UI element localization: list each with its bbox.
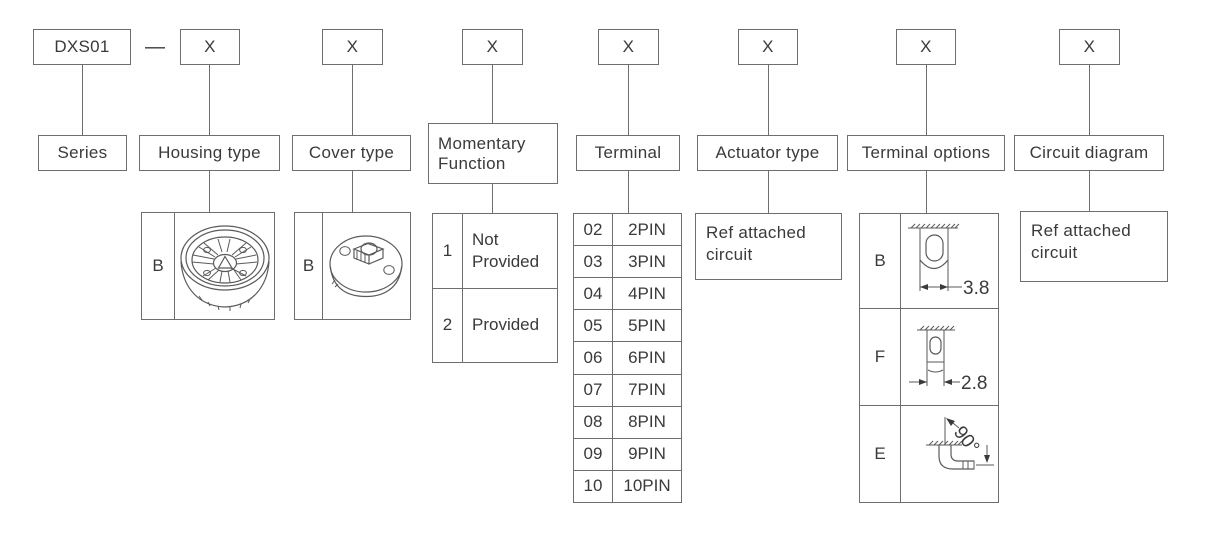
code-x-box-actuator: X (738, 29, 798, 65)
connector-terminal-options-bottom (926, 171, 927, 213)
terminal-code: 09 (574, 438, 613, 470)
connector-actuator-bottom (768, 171, 769, 213)
code-x-box-circuit: X (1059, 29, 1120, 65)
connector-actuator-top (768, 65, 769, 135)
connector-cover-bottom (352, 171, 353, 212)
terminal-row: 09 9PIN (574, 437, 681, 470)
flat-terminal-3-8-icon: 3.8 (907, 223, 989, 299)
terminal-desc: 5PIN (628, 315, 666, 335)
narrow-terminal-2-8-icon: 2.8 (908, 325, 987, 394)
dimension-value: 2.8 (961, 373, 987, 394)
terminal-option-row-b: B 3.8 (860, 214, 998, 308)
code-x-box-momentary: X (462, 29, 523, 65)
cover-option-table: B (294, 212, 411, 320)
connector-terminal-top (628, 65, 629, 135)
momentary-option-code: 2 (433, 288, 463, 362)
connector-circuit-top (1089, 65, 1090, 135)
terminal-desc: 8PIN (628, 412, 666, 432)
code-x-box-terminal-options: X (896, 29, 956, 65)
actuator-type-label: Actuator type (697, 135, 838, 171)
terminal-option-row-f: F 2.8 (860, 308, 998, 405)
connector-momentary-top (492, 65, 493, 123)
cover-option-row: B (295, 213, 410, 319)
momentary-option-row: 1 Not Provided (433, 214, 557, 288)
housing-option-image (175, 213, 274, 319)
momentary-option-table: 1 Not Provided 2 Provided (432, 213, 558, 363)
momentary-option-desc: Not Provided (472, 229, 540, 271)
terminal-row: 03 3PIN (574, 245, 681, 278)
terminal-option-row-e: E 90° (860, 405, 998, 502)
terminal-code: 07 (574, 374, 613, 406)
cover-option-code: B (295, 213, 323, 319)
connector-cover-top (352, 65, 353, 135)
terminal-option-image: 2.8 (901, 309, 998, 405)
terminal-option-image: 90° (901, 406, 998, 502)
momentary-option-row: 2 Provided (433, 287, 557, 362)
connector-terminal-options-top (926, 65, 927, 135)
series-label: Series (38, 135, 127, 171)
connector-housing-top (209, 65, 210, 135)
terminal-code: 02 (574, 214, 613, 246)
terminal-option-code: B (860, 214, 901, 308)
connector-momentary-bottom (492, 184, 493, 213)
round-cover-icon (329, 234, 403, 297)
terminal-row: 10 10PIN (574, 469, 681, 502)
cover-option-image (323, 213, 410, 319)
momentary-option-code: 1 (433, 214, 463, 288)
terminal-code: 08 (574, 406, 613, 438)
terminal-desc: 3PIN (628, 251, 666, 271)
terminal-desc: 10PIN (623, 476, 671, 496)
terminal-row: 06 6PIN (574, 341, 681, 374)
code-x-box-terminal: X (598, 29, 659, 65)
code-x-box-housing: X (180, 29, 240, 65)
terminal-option-image: 3.8 (901, 214, 998, 308)
dimension-value: 3.8 (963, 278, 989, 299)
terminal-desc: 6PIN (628, 347, 666, 367)
terminal-row: 05 5PIN (574, 309, 681, 342)
connector-terminal-bottom (628, 171, 629, 213)
terminal-desc: 2PIN (628, 219, 666, 239)
wheel-housing-icon (180, 224, 270, 311)
cover-type-label: Cover type (292, 135, 411, 171)
terminal-code: 05 (574, 310, 613, 342)
terminal-row: 02 2PIN (574, 214, 681, 246)
terminal-code: 04 (574, 278, 613, 310)
connector-housing-bottom (209, 171, 210, 212)
terminal-option-code: F (860, 309, 901, 405)
terminal-label: Terminal (576, 135, 680, 171)
terminal-options-label: Terminal options (847, 135, 1005, 171)
housing-option-row: B (142, 213, 274, 319)
connector-circuit-bottom (1089, 171, 1090, 211)
housing-option-table: B (141, 212, 275, 320)
circuit-note: Ref attached circuit (1020, 211, 1168, 282)
terminal-desc: 9PIN (628, 444, 666, 464)
dimension-value: 90° (949, 422, 983, 458)
terminal-option-code: E (860, 406, 901, 502)
terminal-row: 04 4PIN (574, 277, 681, 310)
code-separator: — (145, 35, 165, 58)
terminal-desc: 7PIN (628, 380, 666, 400)
terminal-row: 08 8PIN (574, 405, 681, 438)
terminal-code: 06 (574, 342, 613, 374)
actuator-note: Ref attached circuit (695, 213, 842, 280)
series-code-box: DXS01 (33, 29, 131, 65)
terminal-code: 03 (574, 246, 613, 278)
terminal-option-table: 02 2PIN 03 3PIN 04 4PIN 05 5PIN 06 6PIN … (573, 213, 682, 503)
terminal-options-table: B 3.8 F (859, 213, 999, 503)
code-x-box-cover: X (322, 29, 383, 65)
right-angle-terminal-icon: 90° (925, 416, 994, 470)
momentary-option-desc: Provided (472, 315, 540, 335)
circuit-diagram-label: Circuit diagram (1014, 135, 1164, 171)
terminal-row: 07 7PIN (574, 373, 681, 406)
housing-type-label: Housing type (139, 135, 280, 171)
momentary-function-label: Momentary Function (428, 123, 558, 184)
terminal-code: 10 (574, 470, 613, 502)
connector-series (82, 65, 83, 135)
terminal-desc: 4PIN (628, 283, 666, 303)
housing-option-code: B (142, 213, 175, 319)
